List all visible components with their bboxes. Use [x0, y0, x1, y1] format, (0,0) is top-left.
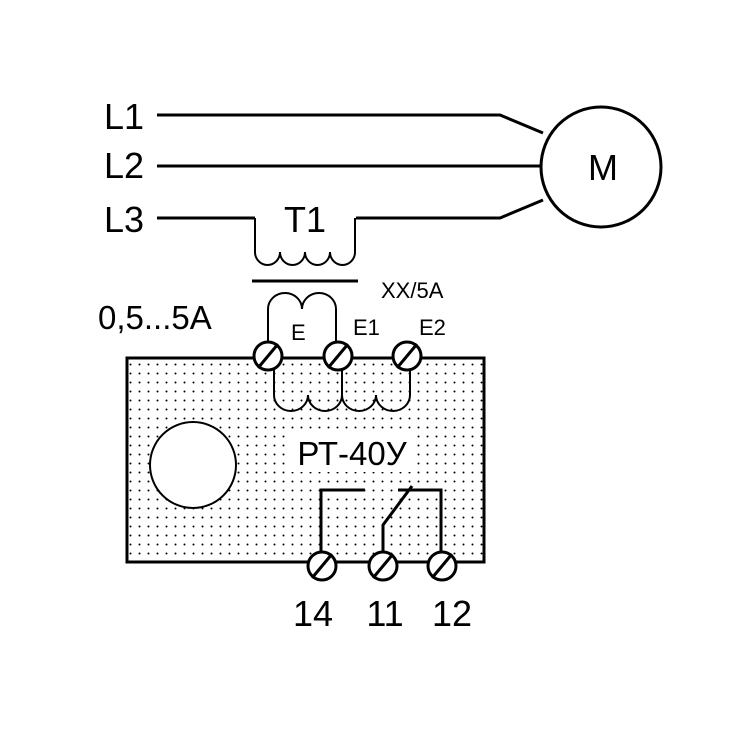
contact-14 [319, 488, 365, 555]
relay-label-backing [285, 432, 415, 472]
relay-setting-dial [149, 421, 237, 509]
motor-symbol [539, 105, 663, 229]
phase-label-l1: L1 [104, 96, 144, 137]
terminal-12 [426, 550, 458, 582]
current-range-label: 0,5...5A [98, 299, 212, 336]
relay-model-label: РТ-40У [297, 435, 407, 472]
transformer-secondary-winding [267, 292, 337, 345]
terminal-11 [367, 550, 399, 582]
terminal-14 [306, 550, 338, 582]
wire-l1 [157, 113, 544, 135]
terminal-e1 [322, 340, 354, 372]
terminal-e2 [391, 340, 423, 372]
transformer-primary-winding [254, 218, 356, 266]
terminal-label-e2: E2 [419, 315, 446, 340]
phase-label-l2: L2 [104, 145, 144, 186]
transformer-ratio: XX/5A [381, 278, 444, 303]
terminal-label-e: E [291, 320, 306, 345]
terminal-label-e1: E1 [353, 315, 380, 340]
phase-label-l3: L3 [104, 199, 144, 240]
transformer-label: T1 [284, 199, 326, 240]
contact-12 [398, 488, 443, 555]
contact-11-switch [381, 485, 414, 555]
wire-l3-out [356, 198, 544, 220]
terminal-number-12: 12 [432, 593, 472, 634]
terminal-number-11: 11 [366, 593, 403, 634]
motor-label: M [588, 147, 618, 188]
terminal-number-14: 14 [293, 593, 333, 634]
terminal-e [252, 340, 284, 372]
